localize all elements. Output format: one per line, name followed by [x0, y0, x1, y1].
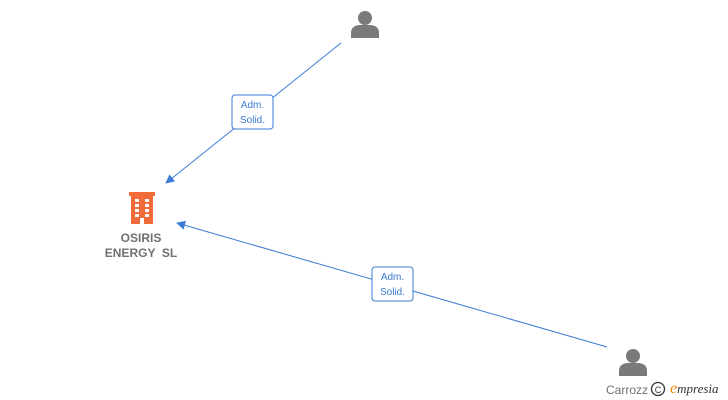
relation-label-2-line1: Adm.	[381, 272, 404, 283]
relation-edge-2: Adm. Solid.	[176, 220, 608, 348]
brand-logo-text: empresia	[670, 380, 719, 397]
brand-rest: mpresia	[677, 381, 719, 396]
relation-label-1-line2: Solid.	[240, 115, 265, 126]
person-name-2: Carrozz	[606, 383, 648, 397]
relation-label-2[interactable]: Adm. Solid.	[371, 266, 414, 302]
relation-label-1-line1: Adm.	[241, 100, 264, 111]
relation-label-2-line2: Solid.	[380, 287, 405, 298]
brand-watermark: C empresia	[650, 380, 719, 397]
person-icon	[619, 349, 647, 376]
relation-edge-1: Adm. Solid.	[165, 42, 342, 184]
person-node-2[interactable]: Carrozz	[606, 349, 648, 397]
brand-initial: e	[670, 380, 677, 397]
relation-label-2-box	[371, 266, 414, 302]
person-node-1[interactable]	[351, 11, 379, 38]
building-icon	[129, 192, 155, 224]
company-name-line1: OSIRIS	[121, 231, 162, 245]
company-node[interactable]: OSIRIS ENERGY SL	[105, 192, 177, 260]
svg-text:C: C	[655, 385, 662, 395]
relation-label-1-box	[231, 94, 274, 130]
copyright-icon: C	[650, 381, 666, 397]
person-icon	[351, 11, 379, 38]
relation-label-1[interactable]: Adm. Solid.	[231, 94, 274, 130]
company-name-line2: ENERGY SL	[105, 246, 177, 260]
